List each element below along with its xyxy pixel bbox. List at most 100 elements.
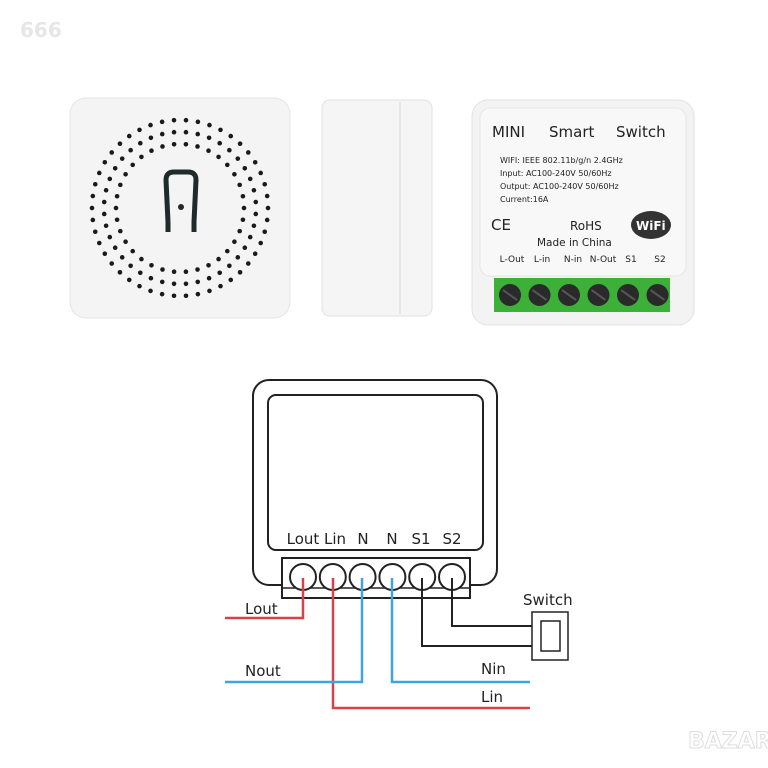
speaker-dot [90, 217, 96, 223]
speaker-dot [195, 131, 201, 137]
speaker-dot [171, 269, 177, 275]
bazar-logo: BAZAR [688, 729, 768, 754]
speaker-dot [258, 170, 264, 176]
speaker-dot [102, 159, 108, 165]
speaker-dot [139, 154, 144, 160]
speaker-dot [240, 217, 246, 223]
speaker-dot [195, 279, 201, 285]
speaker-dot [117, 270, 123, 275]
speaker-dot [251, 223, 257, 229]
speaker-dot [206, 275, 212, 281]
speaker-dot [240, 193, 246, 199]
speaker-dot [242, 245, 248, 251]
speaker-dot [92, 229, 98, 235]
touch-button-icon [163, 169, 199, 232]
speaker-dot [171, 117, 177, 123]
label-lin: Lin [481, 688, 503, 706]
speaker-dot [247, 234, 253, 240]
label-smart: Smart [549, 123, 594, 141]
wire-s2 [451, 578, 532, 627]
speaker-dot [114, 217, 120, 223]
speaker-dot [206, 148, 211, 154]
speaker-dot [89, 205, 95, 211]
speaker-dot [258, 240, 264, 246]
speaker-dot [251, 187, 257, 193]
speaker-dot [206, 262, 211, 268]
label-mini: MINI [492, 123, 525, 141]
speaker-dot [149, 148, 154, 154]
speaker-dot [195, 291, 201, 297]
speaker-dot [265, 205, 271, 211]
speaker-dot [183, 141, 189, 147]
spec-line: Current:16A [500, 195, 549, 204]
spec-line: WIFI: IEEE 802.11b/g/n 2.4GHz [500, 156, 623, 165]
speaker-dot [123, 172, 128, 177]
speaker-dot [227, 263, 232, 269]
wifi-logo-icon: WiFi [631, 211, 671, 239]
speaker-dot [232, 239, 237, 244]
speaker-dot [171, 281, 177, 287]
speaker-dot [217, 270, 223, 276]
speaker-dot [159, 279, 165, 285]
speaker-dot [159, 131, 165, 137]
speaker-dot [242, 165, 248, 171]
speaker-dot [183, 269, 189, 275]
speaker-dot [195, 144, 200, 149]
speaker-dot [224, 162, 230, 168]
terminal-block [494, 278, 670, 312]
speaker-dot [103, 223, 109, 229]
speaker-dot [112, 165, 118, 171]
speaker-dot [139, 256, 144, 262]
rohs-mark: RoHS [570, 219, 602, 233]
speaker-dot [148, 288, 153, 294]
speaker-dot [102, 251, 108, 257]
speaker-dot [101, 199, 107, 205]
speaker-dot [264, 217, 270, 223]
speaker-dot [228, 133, 234, 139]
speaker-dot [245, 150, 251, 155]
speaker-dot [128, 263, 133, 269]
speaker-dot [130, 248, 136, 254]
speaker-dot [123, 239, 128, 244]
ce-mark: CE [491, 216, 511, 234]
speaker-dot [137, 270, 143, 276]
wire-nout [225, 578, 364, 684]
speaker-dot [126, 133, 132, 139]
label-switch: Switch [616, 123, 666, 141]
speaker-dot [228, 277, 234, 283]
speaker-dot [149, 262, 154, 268]
speaker-dot [235, 255, 241, 260]
device-back: MINI Smart Switch WIFI: IEEE 802.11b/g/n… [471, 99, 695, 326]
diagram-terminal-label: S1 [411, 530, 430, 548]
speaker-dot [128, 147, 133, 153]
speaker-dot [109, 261, 115, 266]
back-terminal-label: N-in [564, 255, 582, 265]
speaker-dot [237, 141, 243, 146]
speaker-dot [148, 122, 153, 128]
speaker-dot [217, 140, 223, 146]
speaker-dot [216, 154, 221, 160]
speaker-dot [252, 251, 258, 257]
speaker-dot [183, 293, 189, 299]
speaker-dot [112, 245, 118, 251]
speaker-dot [171, 293, 177, 299]
speaker-dot [218, 127, 223, 133]
speaker-dot [253, 211, 259, 217]
speaker-dot [171, 141, 177, 147]
speaker-dot [137, 140, 143, 146]
speaker-dot [216, 256, 221, 262]
label-lout: Lout [245, 600, 278, 618]
wire-lin [331, 578, 530, 710]
speaker-dot [171, 129, 177, 135]
speaker-dot [160, 267, 165, 272]
speaker-dot [227, 147, 232, 153]
made-in-china: Made in China [537, 237, 612, 249]
speaker-dot [101, 211, 107, 217]
speaker-dot [245, 261, 251, 266]
wire-nin [390, 578, 530, 684]
speaker-dot [183, 117, 189, 123]
spec-line: Output: AC100-240V 50/60Hz [500, 182, 619, 191]
svg-text:WiFi: WiFi [636, 219, 666, 233]
speaker-dot [235, 156, 241, 161]
